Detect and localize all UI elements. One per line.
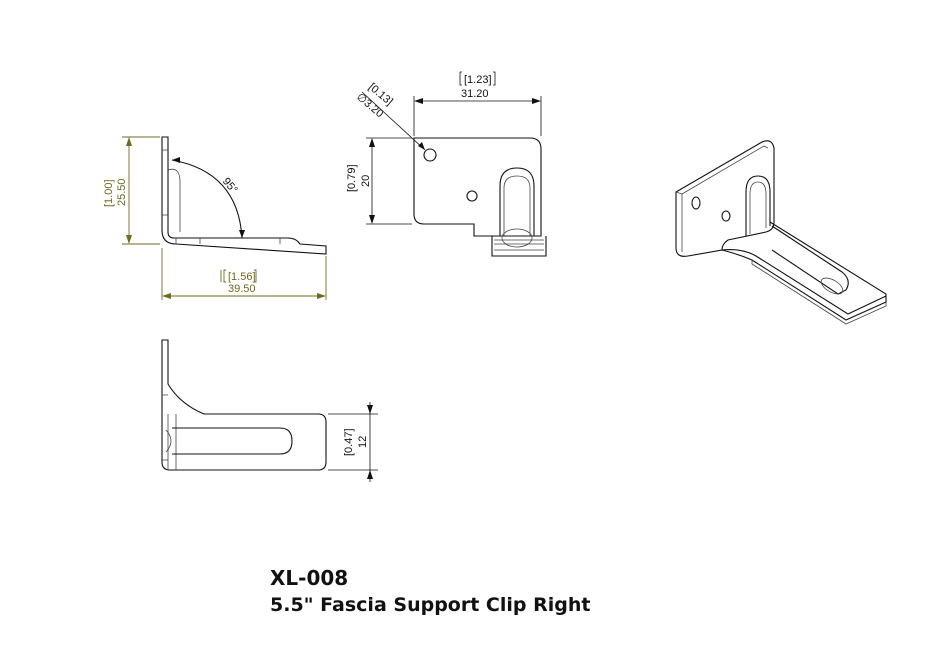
part-number: XL-008 (270, 566, 349, 590)
side-height-mm: 25.50 (116, 178, 128, 206)
isometric-view (675, 140, 887, 325)
slot-mm: 12 (357, 436, 369, 448)
side-length-mm: 39.50 (228, 283, 256, 295)
side-view: 95° [1.00] 25.50 [1.56] 39.50 (103, 136, 327, 300)
front-width-in: [1.23] (464, 74, 492, 86)
title-block: XL-008 5.5" Fascia Support Clip Right (270, 564, 590, 618)
front-width-mm: 31.20 (461, 88, 489, 100)
top-view: [0.47] 12 (161, 339, 378, 482)
side-height-in: [1.00] (103, 179, 115, 207)
front-height-mm: 20 (360, 175, 372, 187)
part-description: 5.5" Fascia Support Clip Right (270, 594, 591, 616)
side-length-in: [1.56] (228, 271, 256, 283)
front-height-in: [0.79] (346, 164, 358, 192)
slot-in: [0.47] (343, 428, 355, 456)
angle-label: 95° (220, 176, 240, 196)
front-view: [0.13] ∅3.20 [1.23] 31.20 [0.79] 20 (346, 71, 547, 257)
